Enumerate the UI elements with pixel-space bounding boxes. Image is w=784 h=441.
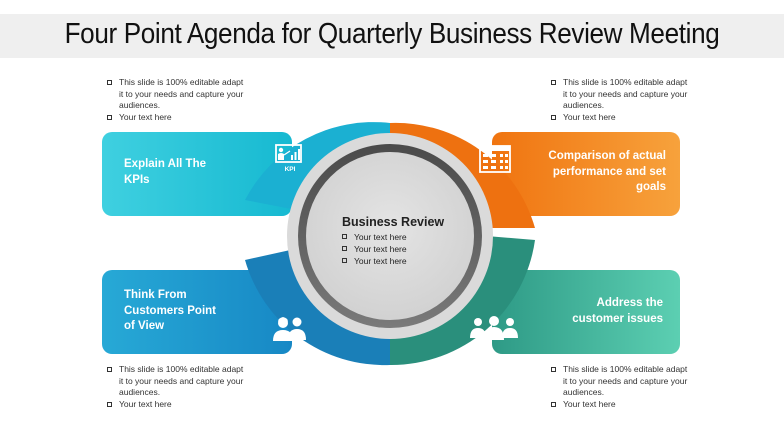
note-item: This slide is 100% editable adapt it to … xyxy=(551,77,691,112)
calendar-chart-icon xyxy=(479,145,511,173)
team-icon xyxy=(470,316,518,340)
note-item: Your text here xyxy=(551,112,691,124)
slide-title: Four Point Agenda for Quarterly Business… xyxy=(64,18,720,50)
note-top-right: This slide is 100% editable adapt it to … xyxy=(551,77,691,123)
note-item: This slide is 100% editable adapt it to … xyxy=(107,364,247,399)
note-item: Your text here xyxy=(107,112,247,124)
center-disc xyxy=(306,152,474,320)
kpi-presentation-icon: KPI xyxy=(275,144,302,173)
label-top-right: Comparison of actual performance and set… xyxy=(548,150,666,193)
note-bottom-left: This slide is 100% editable adapt it to … xyxy=(107,364,247,410)
note-item: Your text here xyxy=(551,399,691,411)
center-title: Business Review xyxy=(342,215,445,229)
center-item: Your text here xyxy=(342,255,407,267)
note-bottom-right: This slide is 100% editable adapt it to … xyxy=(551,364,691,410)
note-item: This slide is 100% editable adapt it to … xyxy=(551,364,691,399)
label-bottom-right: Address the customer issues xyxy=(572,297,663,325)
note-item: This slide is 100% editable adapt it to … xyxy=(107,77,247,112)
center-item: Your text here xyxy=(342,243,407,255)
label-bottom-left: Think From Customers Point of View xyxy=(124,289,217,332)
customers-icon xyxy=(273,317,306,341)
label-top-left: Explain All The KPIs xyxy=(124,158,207,186)
bar-bottom-right xyxy=(492,270,680,354)
kpi-icon-label: KPI xyxy=(285,166,296,173)
title-bar xyxy=(0,14,784,58)
note-item: Your text here xyxy=(107,399,247,411)
center-item: Your text here xyxy=(342,231,407,243)
note-top-left: This slide is 100% editable adapt it to … xyxy=(107,77,247,123)
center-list: Your text here Your text here Your text … xyxy=(342,231,407,267)
